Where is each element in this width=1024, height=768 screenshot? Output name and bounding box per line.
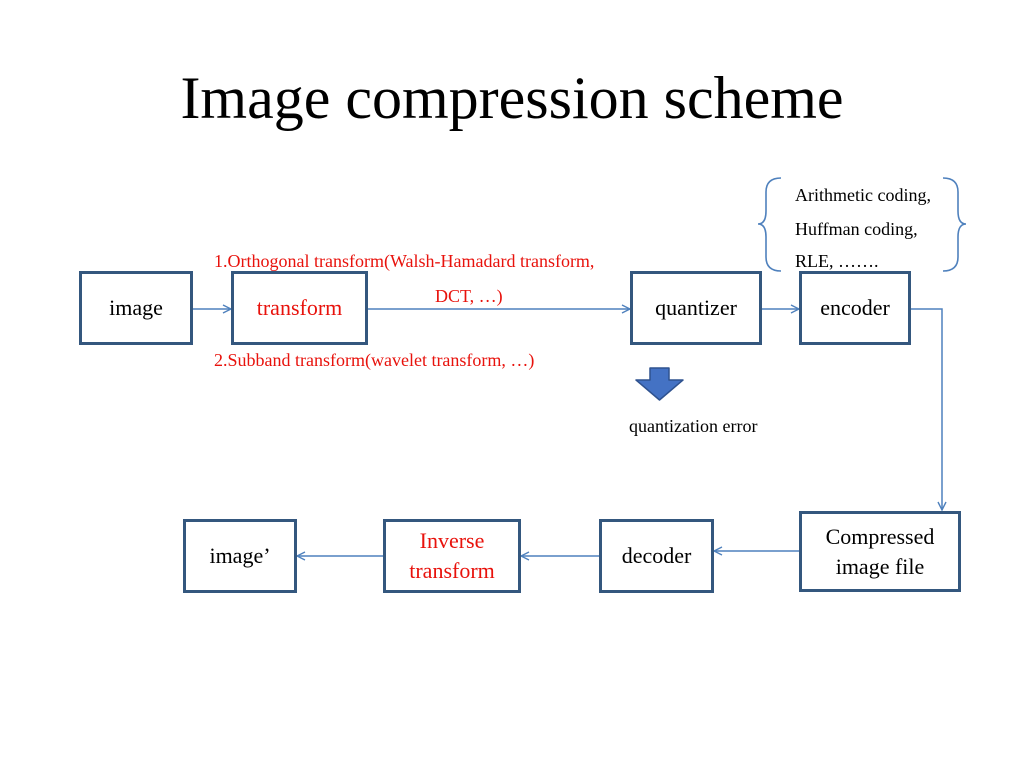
quantization-error-label: quantization error xyxy=(629,416,758,436)
quantizer-block: quantizer xyxy=(630,271,762,345)
coding-method-arithmetic: Arithmetic coding, xyxy=(795,185,931,205)
quantizer-block-label: quantizer xyxy=(655,295,737,320)
inverse-transform-label-line1: Inverse xyxy=(419,528,485,553)
page-title: Image compression scheme xyxy=(180,65,844,131)
image-out-block: image’ xyxy=(183,519,297,593)
transform-note-line2: DCT, …) xyxy=(435,286,503,306)
image-block-label: image xyxy=(109,295,163,320)
transform-block: transform xyxy=(231,271,368,345)
inverse-transform-label-line2: transform xyxy=(409,558,495,583)
image-block: image xyxy=(79,271,193,345)
transform-block-label: transform xyxy=(256,295,343,320)
decoder-block: decoder xyxy=(599,519,714,593)
coding-method-rle: RLE, ……. xyxy=(795,251,879,271)
encoder-block: encoder xyxy=(799,271,911,345)
encoder-block-label: encoder xyxy=(820,295,890,320)
compressed-file-label-line1: Compressed xyxy=(825,523,935,549)
coding-method-huffman: Huffman coding, xyxy=(795,219,918,239)
down-arrow-icon xyxy=(635,367,684,401)
image-out-block-label: image’ xyxy=(209,543,271,568)
right-brace-icon xyxy=(942,177,967,272)
compressed-file-block: Compressed image file xyxy=(799,511,961,592)
inverse-transform-block: Inverse transform xyxy=(383,519,521,593)
decoder-block-label: decoder xyxy=(621,543,692,568)
transform-note-line3: 2.Subband transform(wavelet transform, …… xyxy=(214,350,535,370)
compressed-file-label-line2: image file xyxy=(835,553,925,579)
left-brace-icon xyxy=(757,177,782,272)
connector-encoder-to-compressed xyxy=(911,308,942,510)
transform-note-line1: 1.Orthogonal transform(Walsh-Hamadard tr… xyxy=(214,251,595,271)
